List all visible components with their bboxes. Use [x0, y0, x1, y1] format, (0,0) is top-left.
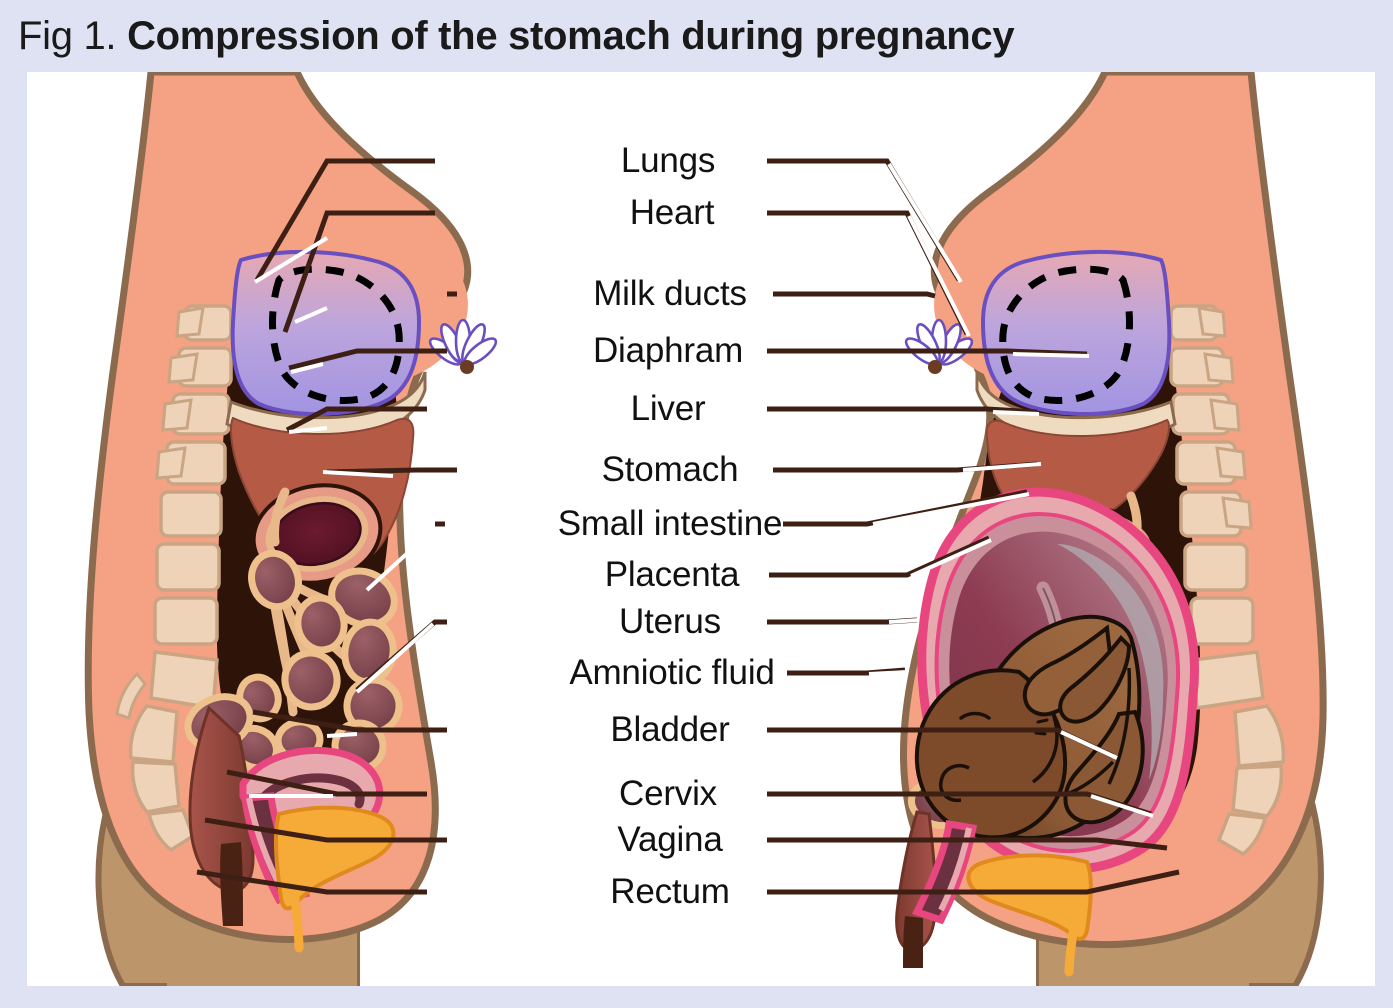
tip-stomach-right	[962, 462, 1042, 472]
label-vagina: Vagina	[617, 820, 723, 859]
page-title: Fig 1. Compression of the stomach during…	[18, 13, 1015, 59]
left-oesophagus	[270, 487, 290, 547]
tip-cervix-right	[1090, 794, 1154, 818]
right-spine	[1169, 304, 1286, 857]
leader-liver-left	[285, 406, 427, 433]
left-spine	[115, 304, 233, 853]
leader-diaphram-right	[767, 348, 1088, 357]
anatomy-illustration	[84, 72, 1327, 986]
left-heart	[269, 265, 403, 404]
right-heart	[999, 265, 1133, 404]
leader-stomach-left	[326, 467, 457, 475]
label-heart: Heart	[629, 193, 715, 232]
leader-vagina-right	[767, 837, 1168, 851]
leader-liver-right	[767, 406, 1038, 415]
tip-uterus-right	[888, 618, 920, 624]
tip-liver-right	[992, 410, 1040, 416]
left-milk-ducts	[428, 318, 498, 374]
tip-diaphram-left	[290, 362, 324, 374]
label-amniotic-fluid: Amniotic fluid	[569, 653, 775, 692]
right-urethra	[1064, 927, 1078, 977]
leader-vagina-left	[204, 817, 447, 843]
pregnant-figure	[895, 72, 1327, 986]
tip-uterus-left	[355, 622, 435, 694]
right-cervix-vagina	[912, 819, 978, 925]
tip-smallintestine-left	[365, 526, 437, 592]
tip-bladder-left	[326, 732, 358, 738]
tip-bladder-right	[1060, 730, 1118, 760]
left-rectum	[220, 842, 243, 926]
non-pregnant-figure	[84, 72, 498, 986]
label-stomach: Stomach	[601, 450, 739, 489]
tip-lungs-left	[253, 236, 329, 284]
label-uterus: Uterus	[619, 602, 721, 641]
tip-amniotic-right	[868, 670, 908, 676]
label-cervix: Cervix	[619, 774, 717, 813]
label-milk-ducts: Milk ducts	[593, 274, 747, 313]
left-stomach	[251, 483, 383, 585]
leader-cervix-left	[226, 769, 427, 797]
tip-heart-right	[907, 215, 971, 337]
leader-rectum-right	[767, 869, 1180, 895]
right-rectum	[903, 916, 923, 968]
leader-milkducts-right	[773, 291, 936, 299]
tip-stomach-left	[322, 470, 394, 478]
label-placenta: Placenta	[604, 555, 740, 594]
tip-smallintestine-right	[872, 492, 1030, 526]
leader-diaphram-left	[288, 348, 447, 371]
leader-rectum-left	[196, 869, 427, 895]
tip-liver-left	[288, 426, 328, 434]
right-lung	[980, 250, 1172, 417]
leader-placenta-right	[769, 535, 991, 578]
left-urethra	[290, 893, 304, 953]
right-bladder	[966, 853, 1093, 941]
tip-placenta-right	[910, 538, 992, 578]
label-diaphram: Diaphram	[592, 331, 744, 370]
label-lungs: Lungs	[620, 141, 716, 180]
tip-lungs-right	[887, 162, 963, 284]
figure-heading: Compression of the stomach during pregna…	[127, 13, 1015, 58]
illustration-canvas	[27, 72, 1375, 986]
figure-number: Fig 1.	[18, 13, 117, 58]
leader-lines	[196, 158, 1180, 895]
right-amniotic-fluid	[1057, 544, 1164, 780]
left-lung	[230, 250, 422, 417]
label-bladder: Bladder	[610, 710, 730, 749]
tip-heart-left	[294, 306, 328, 324]
figure-title-bar: Fig 1. Compression of the stomach during…	[0, 0, 1393, 72]
leader-lungs-left	[254, 158, 435, 282]
label-small-intestine: Small intestine	[557, 504, 783, 543]
leader-bladder-left	[252, 709, 447, 733]
leader-heart-left	[282, 210, 435, 333]
tip-diaphram-right	[1012, 352, 1090, 358]
label-liver: Liver	[630, 389, 706, 428]
label-rectum: Rectum	[610, 872, 730, 911]
